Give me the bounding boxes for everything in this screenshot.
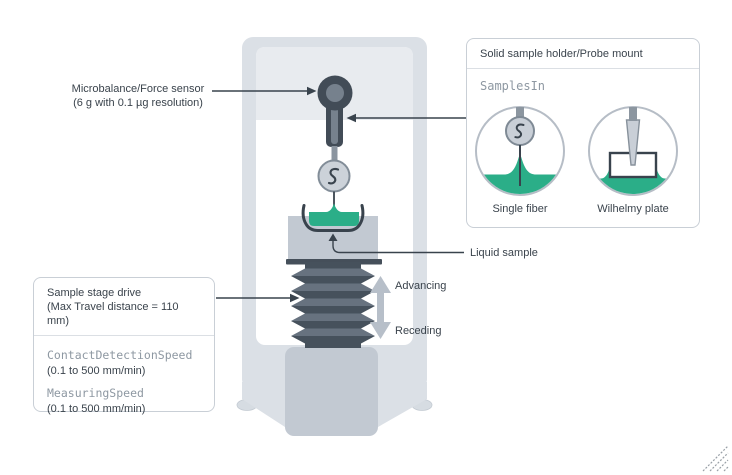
- probe-mount-panel: Solid sample holder/Probe mount SamplesI…: [466, 38, 700, 228]
- stage-drive-panel: Sample stage drive (Max Travel distance …: [33, 277, 215, 415]
- liquid-sample: [309, 203, 359, 226]
- contact-detection-speed-range: (0.1 to 500 mm/min): [47, 365, 146, 377]
- probe-mount-callout-arrow: [346, 113, 468, 123]
- probe-panel-title: Solid sample holder/Probe mount: [467, 39, 699, 69]
- single-fiber-label: Single fiber: [492, 203, 548, 215]
- measuring-speed-range: (0.1 to 500 mm/min): [47, 403, 146, 415]
- wilhelmy-plate-label: Wilhelmy plate: [597, 203, 669, 215]
- probe-hook-mount: [317, 159, 351, 193]
- advancing-receding-arrow-icon: [370, 276, 391, 339]
- wilhelmy-plate: [608, 151, 658, 179]
- receding-label: Receding: [395, 325, 442, 337]
- single-fiber-diagram: [475, 106, 565, 196]
- wilhelmy-plate-diagram: [588, 106, 678, 196]
- stage-panel-title-line1: Sample stage drive: [47, 287, 142, 299]
- microbalance-label-line1: Microbalance/Force sensor: [71, 83, 205, 95]
- microbalance-callout-arrow: [212, 86, 317, 96]
- probe-cone: [625, 119, 641, 166]
- measuring-speed-parameter: MeasuringSpeed: [47, 386, 144, 400]
- bellows: [291, 262, 375, 348]
- stage-drive-callout-arrow: [216, 293, 300, 303]
- liquid-sample-callout-arrow: [328, 233, 464, 254]
- probe-panel-parameter: SamplesIn: [480, 79, 546, 93]
- contact-detection-speed-parameter: ContactDetectionSpeed: [47, 348, 193, 362]
- microbalance-label: Microbalance/Force sensor (6 g with 0.1 …: [64, 82, 212, 110]
- microbalance-label-line2: (6 g with 0.1 µg resolution): [73, 97, 203, 109]
- base-column: [285, 347, 378, 436]
- resize-grip-icon[interactable]: [702, 445, 729, 472]
- stage-panel-title-line2: (Max Travel distance = 110 mm): [47, 301, 179, 327]
- force-sensor: [317, 75, 353, 162]
- advancing-label: Advancing: [395, 280, 447, 292]
- hook-icon: [514, 123, 525, 139]
- sample-dish: [301, 204, 365, 232]
- liquid-sample-label: Liquid sample: [470, 247, 538, 259]
- hook-icon: [327, 167, 340, 185]
